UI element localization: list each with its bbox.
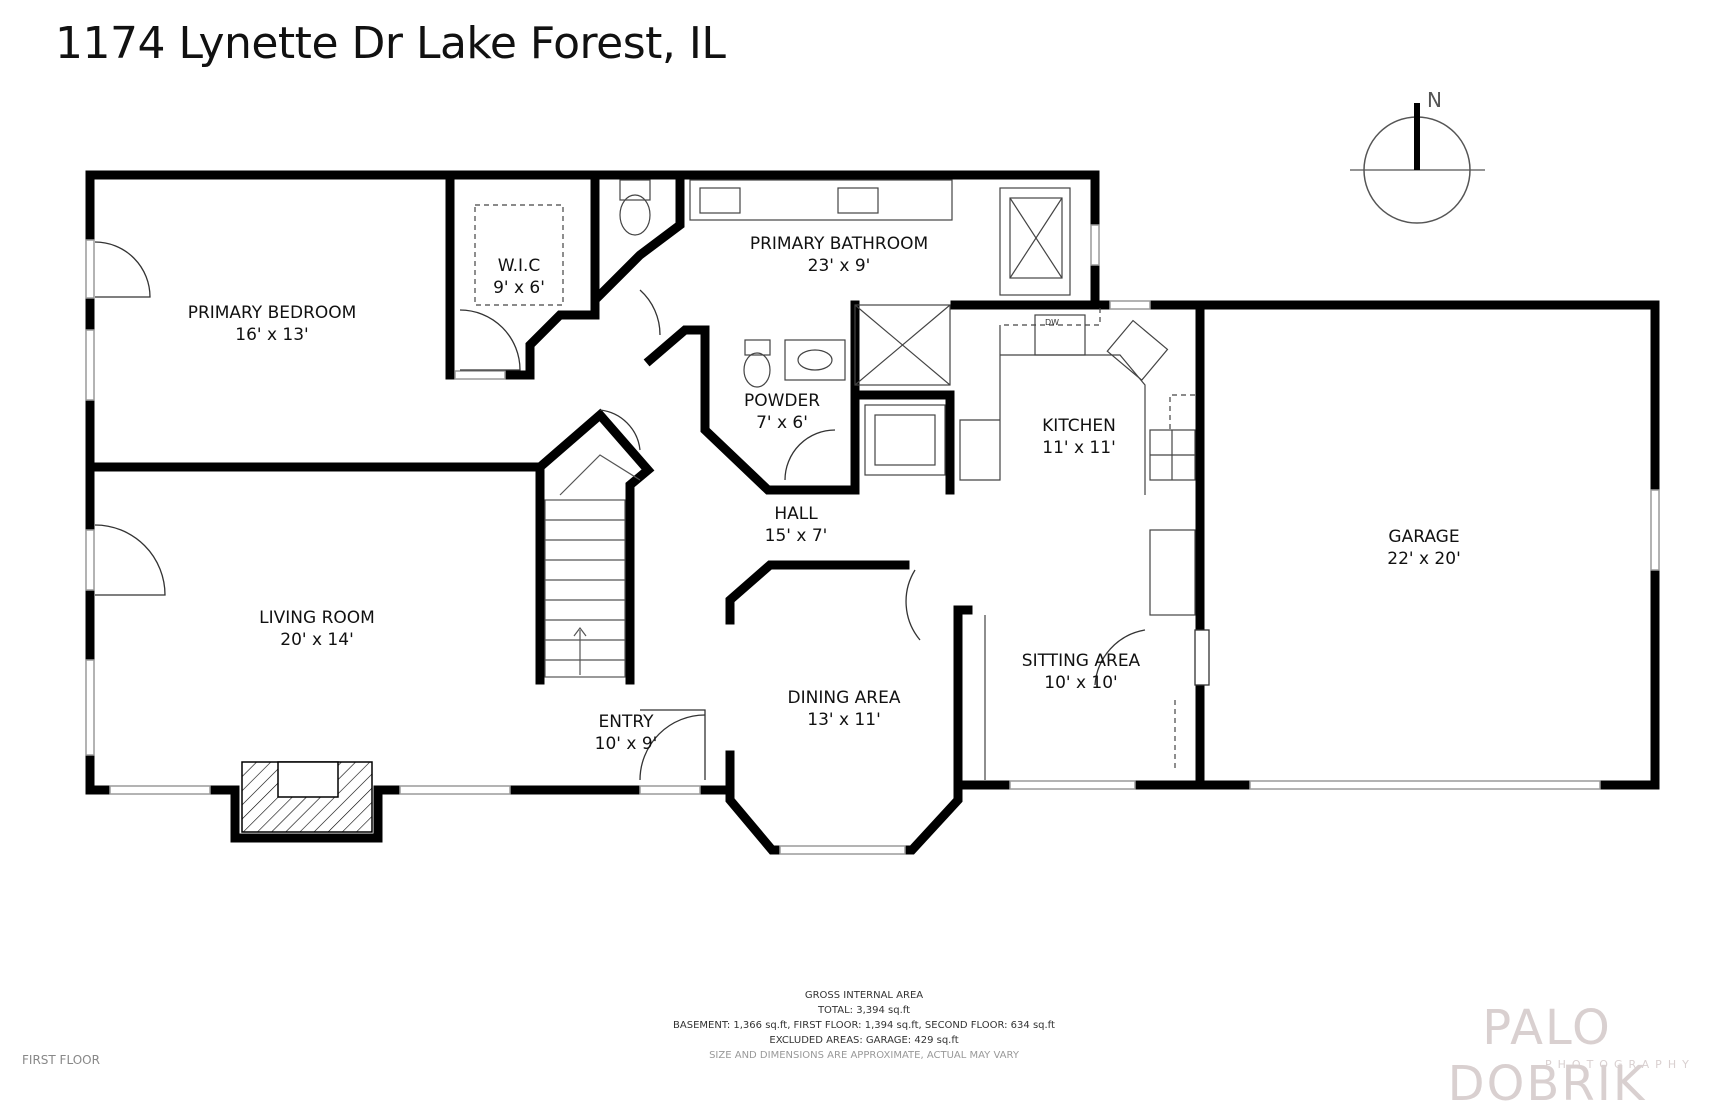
room-name: PRIMARY BEDROOM	[187, 303, 357, 323]
room-size: 9' x 6'	[493, 278, 545, 298]
room-size: 23' x 9'	[807, 256, 871, 276]
room-hall: HALL 15' x 7'	[765, 503, 828, 547]
area-summary: GROSS INTERNAL AREA TOTAL: 3,394 sq.ft B…	[514, 988, 1214, 1063]
fireplace	[241, 761, 373, 833]
room-size: 13' x 11'	[807, 710, 881, 730]
room-size: 11' x 11'	[1042, 438, 1116, 458]
room-name: DINING AREA	[787, 688, 901, 708]
room-dining-area: DINING AREA 13' x 11'	[788, 687, 901, 731]
room-sitting-area: SITTING AREA 10' x 10'	[1022, 650, 1140, 694]
room-name: ENTRY	[598, 712, 654, 732]
north-label: N	[1427, 88, 1442, 112]
room-name: HALL	[774, 504, 818, 524]
room-powder: POWDER 7' x 6'	[744, 390, 820, 434]
room-name: W.I.C	[497, 256, 541, 276]
fixtures	[474, 179, 1196, 780]
area-total: TOTAL: 3,394 sq.ft	[817, 1005, 911, 1016]
area-floors: BASEMENT: 1,366 sq.ft, FIRST FLOOR: 1,39…	[673, 1020, 1055, 1031]
room-size: 20' x 14'	[280, 630, 354, 650]
room-size: 7' x 6'	[756, 413, 808, 433]
room-name: GARAGE	[1388, 527, 1460, 547]
room-entry: ENTRY 10' x 9'	[595, 711, 658, 755]
stairs	[544, 454, 641, 678]
area-disclaimer: SIZE AND DIMENSIONS ARE APPROXIMATE, ACT…	[709, 1050, 1019, 1061]
room-size: 10' x 10'	[1044, 673, 1118, 693]
area-heading: GROSS INTERNAL AREA	[804, 990, 924, 1001]
room-primary-bedroom: PRIMARY BEDROOM 16' x 13'	[188, 302, 357, 346]
dishwasher-label: DW	[1045, 318, 1059, 327]
room-name: LIVING ROOM	[259, 608, 375, 628]
doors	[94, 241, 1210, 781]
room-size: 10' x 9'	[594, 734, 658, 754]
room-primary-bathroom: PRIMARY BATHROOM 23' x 9'	[750, 233, 928, 277]
room-name: KITCHEN	[1042, 416, 1116, 436]
brand-tagline: PHOTOGRAPHY	[1545, 1058, 1695, 1071]
floor-label: FIRST FLOOR	[22, 1053, 100, 1067]
room-living-room: LIVING ROOM 20' x 14'	[259, 607, 375, 651]
windows	[85, 224, 1660, 855]
room-kitchen: KITCHEN 11' x 11'	[1042, 415, 1116, 459]
room-wic: W.I.C 9' x 6'	[493, 255, 545, 299]
floor-plan: DW	[85, 103, 1660, 855]
page-title: 1174 Lynette Dr Lake Forest, IL	[55, 18, 726, 69]
room-size: 22' x 20'	[1387, 549, 1461, 569]
room-name: PRIMARY BATHROOM	[749, 234, 929, 254]
room-name: SITTING AREA	[1021, 651, 1141, 671]
room-size: 15' x 7'	[764, 526, 828, 546]
area-excluded: EXCLUDED AREAS: GARAGE: 429 sq.ft	[769, 1035, 959, 1046]
compass-icon	[1350, 103, 1485, 224]
room-garage: GARAGE 22' x 20'	[1387, 526, 1460, 570]
room-size: 16' x 13'	[235, 325, 309, 345]
room-name: POWDER	[743, 391, 821, 411]
brand-logo: PALO DOBRIK	[1447, 1000, 1647, 1112]
